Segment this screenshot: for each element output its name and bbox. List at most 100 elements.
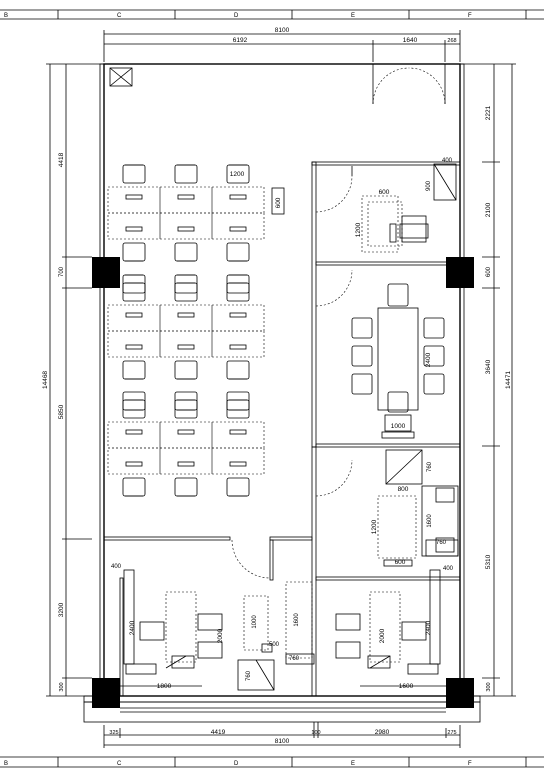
office-chair-icon [226,164,250,184]
office-chair-icon [122,477,146,497]
office-chair-icon [174,399,198,419]
top-dimensions: 8100 6192 1640 268 [103,27,461,62]
workstation-desk [107,330,161,358]
office-chair-icon [122,391,146,411]
meeting-chair-icon [387,391,409,413]
br-width: 1600 [399,683,414,690]
meeting-chair-icon [351,317,373,339]
dim-right-e: 5310 [485,554,492,569]
br-length: 2400 [425,620,432,635]
left-dimensions: 14468 4418 700 5850 3200 300 [42,63,104,697]
grid-label-f: F [468,13,472,19]
column-left-mid [92,257,120,288]
office1-height: 1200 [355,222,362,237]
exterior-walls [83,63,481,723]
bl-desk-length: 2000 [217,628,224,643]
office1-width: 600 [379,189,390,196]
meeting-chair-icon [423,345,445,367]
dim-right-f: 300 [486,682,492,691]
interior-walls [103,161,461,697]
office-chair-icon [174,391,198,411]
office1-cab-height: 900 [426,180,432,191]
bl-cab-width: 400 [111,564,122,570]
meeting-chair-icon [351,373,373,395]
office-chair-icon [226,360,250,380]
bottom-dimensions: 325 4419 100 2980 275 8100 [103,722,461,748]
workstation-desk [159,330,213,358]
dim-left-a: 4418 [58,152,65,167]
dim-right-d: 3640 [485,359,492,374]
dim-bottom-b: 4419 [211,729,226,736]
bl-length: 2400 [129,620,136,635]
bl-width: 1800 [157,683,172,690]
right-dimensions: 2221 2100 600 3640 5310 300 14471 [460,63,516,697]
office-chair-icon [226,242,250,262]
grid-label-b-bottom: B [4,761,8,767]
office-bottom-left: 400 2400 2000 1800 [110,564,224,690]
office3-height: 1200 [371,519,378,534]
grid-label-f-bottom: F [468,761,472,767]
workstation-desk [159,212,213,240]
grid-label-e-bottom: E [351,761,355,767]
grid-bar-bottom: B C D E F [0,756,544,768]
column-left-bottom [92,678,120,708]
dim-right-b: 2100 [485,202,492,217]
dim-bottom-c: 100 [311,730,320,736]
mid-a: 1000 [252,615,258,629]
office-chair-icon [174,274,198,294]
meeting-width: 1000 [391,423,406,430]
office-chair-icon [226,399,250,419]
office-bottom-right: 2000 2400 1600 [335,569,446,690]
workstation-desk [107,304,161,332]
grid-label-c: C [117,13,122,19]
office-chair-icon [174,242,198,262]
grid-label-d-bottom: D [234,761,239,767]
dim-left-total: 14468 [42,371,49,389]
dim-top-total: 8100 [275,27,290,34]
dim-bottom-d: 2980 [375,729,390,736]
grid-label-d: D [234,13,239,19]
workstation-desk [159,186,213,214]
workstation-desk [107,212,161,240]
column-right-bottom [446,678,474,708]
grid-label-c-bottom: C [117,761,122,767]
mid-d: 760 [289,656,300,662]
workstation-desk [107,447,161,475]
office3-width: 800 [398,486,409,493]
office3-cab-d: 760 [436,540,447,546]
desk-depth-label: 600 [275,197,282,208]
workstation-desk [211,186,265,214]
workstation-desk [107,421,161,449]
office-chair-icon [122,282,146,302]
dim-left-c: 5850 [58,404,65,419]
desk-width-label: 1200 [230,171,245,178]
dim-top-door: 1640 [403,37,418,44]
dim-right-a: 2221 [485,105,492,120]
office-chair-icon [174,282,198,302]
meeting-chair-icon [387,283,409,307]
service-area: 1000 1600 500 760 760 [237,581,315,691]
dim-top-left: 6192 [233,37,248,44]
dim-top-right: 268 [447,38,456,44]
br-desk-length: 2000 [379,628,386,643]
workstation-desk [211,330,265,358]
mid-b: 1600 [294,613,300,627]
office-chair-icon [174,164,198,184]
grid-bar-top: B C D E F [0,9,544,20]
dim-left-d: 3200 [58,602,65,617]
office-chair-icon [122,360,146,380]
office-chair-icon [174,477,198,497]
office3-cab-b: 1600 [427,514,433,528]
workstation-desk [159,447,213,475]
meeting-chair-icon [351,345,373,367]
office3-chair: 600 [395,559,406,566]
grid-label-e: E [351,13,355,19]
office-3: 800 1200 600 760 1600 760 400 [371,449,459,572]
mid-e: 760 [246,670,252,681]
mid-c: 500 [269,642,280,648]
workstation-desk [211,421,265,449]
dim-left-b: 700 [59,266,65,277]
office-chair-icon [226,391,250,411]
workstation-desk [107,186,161,214]
